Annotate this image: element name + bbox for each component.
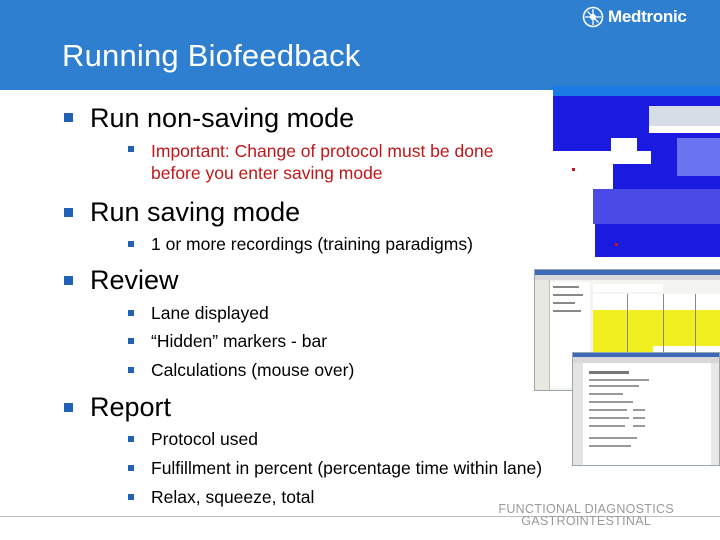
title-bar: Medtronic Running Biofeedback: [0, 0, 720, 90]
bullet-marker: [64, 113, 73, 122]
bullet-marker: [64, 403, 73, 412]
sub-bullet-marker: [128, 146, 134, 152]
footer-line-2: GASTROINTESTINAL: [521, 514, 652, 528]
sub-bullet-marker: [128, 310, 134, 316]
footer-line-1: FUNCTIONAL DIAGNOSTICS: [498, 502, 674, 516]
sub-bullet-marker: [128, 465, 134, 471]
sub-bullet-important-note: Important: Change of protocol must be do…: [151, 141, 494, 183]
sub-bullet-hidden-markers: “Hidden” markers - bar: [151, 331, 328, 351]
sub-bullet-relax-squeeze: Relax, squeeze, total: [151, 487, 315, 507]
sub-bullet-marker: [128, 494, 134, 500]
footer-divider: [0, 516, 720, 517]
sub-bullet-marker: [128, 436, 134, 442]
medtronic-logo: Medtronic: [582, 6, 687, 28]
bullet-run-non-saving: Run non-saving mode: [90, 103, 355, 133]
footer-label: FUNCTIONAL DIAGNOSTICS GASTROINTESTINAL: [498, 502, 674, 528]
sub-bullet-recordings: 1 or more recordings (training paradigms…: [151, 234, 473, 254]
sub-bullet-calculations: Calculations (mouse over): [151, 360, 355, 380]
bullet-review: Review: [90, 265, 179, 295]
report-screenshot: [572, 352, 720, 466]
bullet-report: Report: [90, 392, 172, 422]
sub-bullet-marker: [128, 338, 134, 344]
sub-bullet-marker: [128, 241, 134, 247]
medtronic-logo-icon: [582, 6, 604, 28]
sub-bullet-protocol-used: Protocol used: [151, 429, 259, 449]
sub-bullet-fulfillment: Fulfillment in percent (percentage time …: [151, 458, 543, 478]
sub-bullet-lane-displayed: Lane displayed: [151, 303, 269, 323]
sub-bullet-marker: [128, 367, 134, 373]
slide-title: Running Biofeedback: [62, 38, 361, 73]
biofeedback-lane-screenshot: [553, 86, 720, 266]
bullet-marker: [64, 276, 73, 285]
bullet-marker: [64, 208, 73, 217]
bullet-run-saving: Run saving mode: [90, 197, 301, 227]
logo-text: Medtronic: [608, 7, 687, 26]
